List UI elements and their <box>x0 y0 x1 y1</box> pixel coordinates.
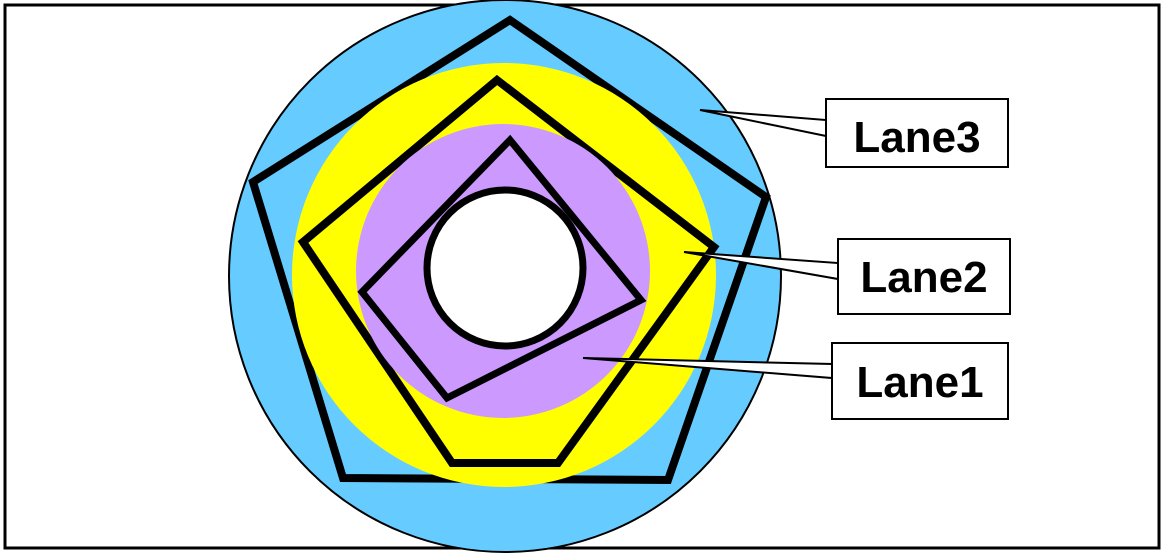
lane2-pentagon <box>297 74 720 467</box>
lane3-label: Lane3 <box>853 113 980 162</box>
center-hole <box>423 186 587 350</box>
lane1-square <box>357 134 647 403</box>
lane1-callout-box <box>831 342 1009 420</box>
lane3-callout-box <box>825 98 1009 168</box>
lane1-label: Lane1 <box>856 358 983 407</box>
lane2-label: Lane2 <box>860 253 987 302</box>
lane2-callout-box <box>837 238 1011 315</box>
